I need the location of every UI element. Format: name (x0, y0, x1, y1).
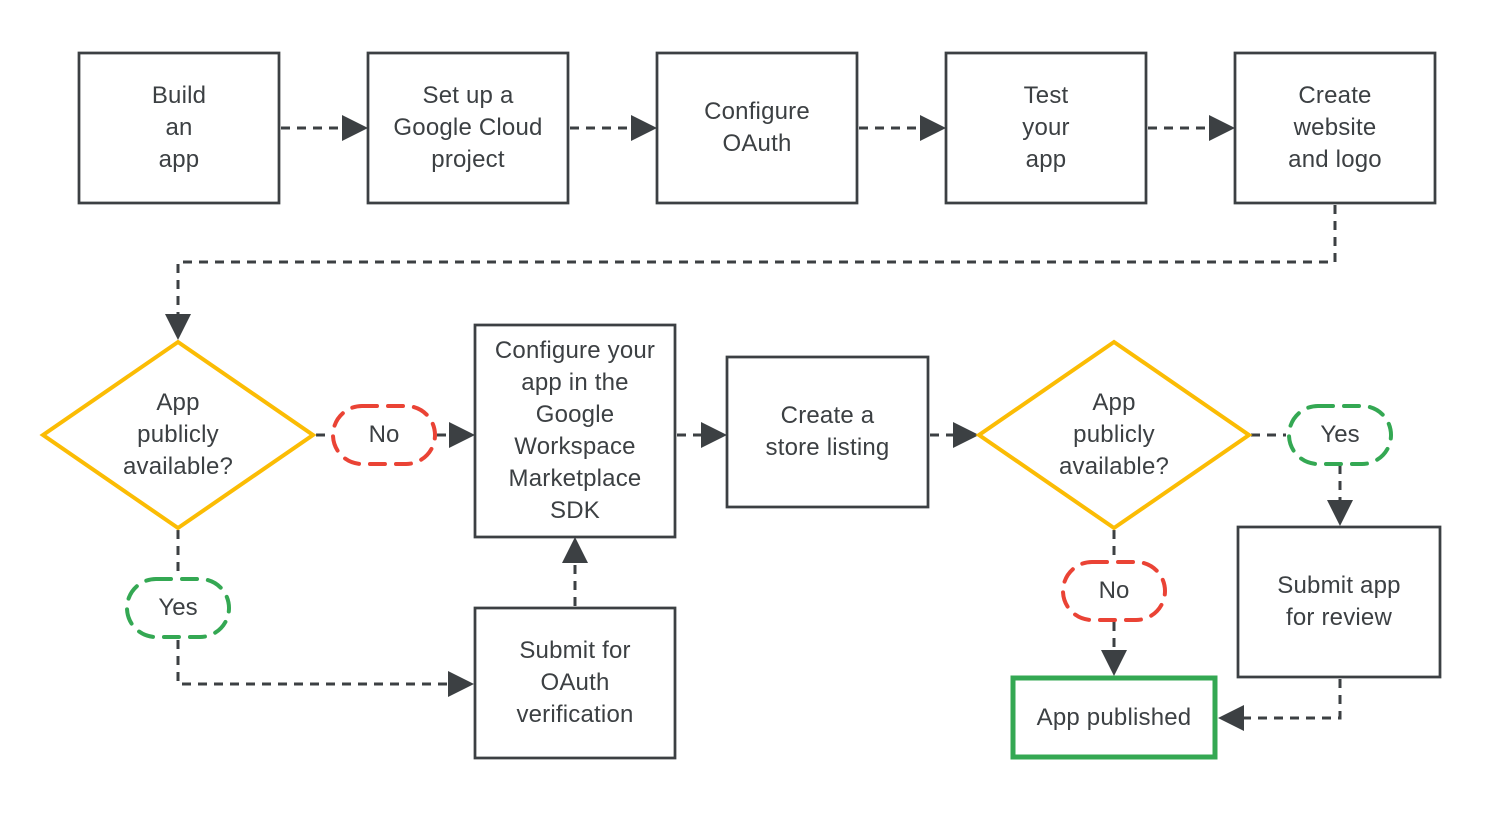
app-published-box (1010, 675, 1218, 760)
submit-review-box (1236, 525, 1442, 679)
no-label-left: No (368, 421, 400, 448)
decision-left-diamond (39, 339, 317, 531)
test-app-box (944, 51, 1148, 205)
arrowhead-right-icon (920, 115, 946, 141)
submit-oauth-label: Submit for OAuth verification (516, 637, 634, 728)
arrowhead-left-icon (1218, 705, 1244, 731)
submit-oauth-box (473, 606, 677, 760)
arrowhead-right-icon (701, 422, 727, 448)
arrowhead-right-icon (342, 115, 368, 141)
edge-website-to-decision-left (176, 205, 1337, 314)
yes-oval-right (1287, 404, 1393, 466)
build-app-box (77, 51, 281, 205)
configure-oauth-label: Configure OAuth (704, 98, 810, 157)
setup-project-label: Set up a Google Cloud project (393, 82, 543, 173)
store-listing-label: Create a store listing (765, 402, 890, 461)
arrowhead-right-icon (631, 115, 657, 141)
no-oval-right (1061, 560, 1167, 622)
no-label-right: No (1098, 577, 1130, 604)
arrowhead-right-icon (953, 422, 979, 448)
configure-sdk-label: Configure your app in the Google Workspa… (494, 337, 656, 524)
decision-right-label: App publicly available? (1058, 389, 1170, 480)
configure-oauth-box (655, 51, 859, 205)
submit-review-label: Submit app for review (1277, 572, 1401, 631)
test-app-label: Test your app (1022, 82, 1070, 173)
no-oval-left (331, 404, 437, 466)
yes-label-right: Yes (1320, 421, 1360, 448)
arrowhead-right-icon (448, 671, 474, 697)
decision-left-label: App publicly available? (122, 389, 234, 480)
create-website-box (1233, 51, 1437, 205)
arrowhead-down-icon (1327, 500, 1353, 526)
arrowhead-down-icon (165, 314, 191, 340)
configure-sdk-box (473, 323, 677, 539)
edge-review-to-published (1244, 679, 1342, 720)
app-published-label: App published (1036, 703, 1192, 731)
yes-label-left: Yes (158, 594, 198, 621)
arrowhead-right-icon (1209, 115, 1235, 141)
setup-project-box (366, 51, 570, 205)
decision-right-diamond (975, 339, 1253, 531)
yes-oval-left (125, 577, 231, 639)
arrowhead-right-icon (449, 422, 475, 448)
build-app-label: Build an app (151, 82, 207, 173)
arrowhead-down-icon (1101, 650, 1127, 676)
arrowhead-up-icon (562, 537, 588, 563)
store-listing-box (725, 355, 930, 509)
create-website-label: Create website and logo (1288, 82, 1382, 173)
edge-yes-to-submit-oauth (176, 640, 448, 686)
